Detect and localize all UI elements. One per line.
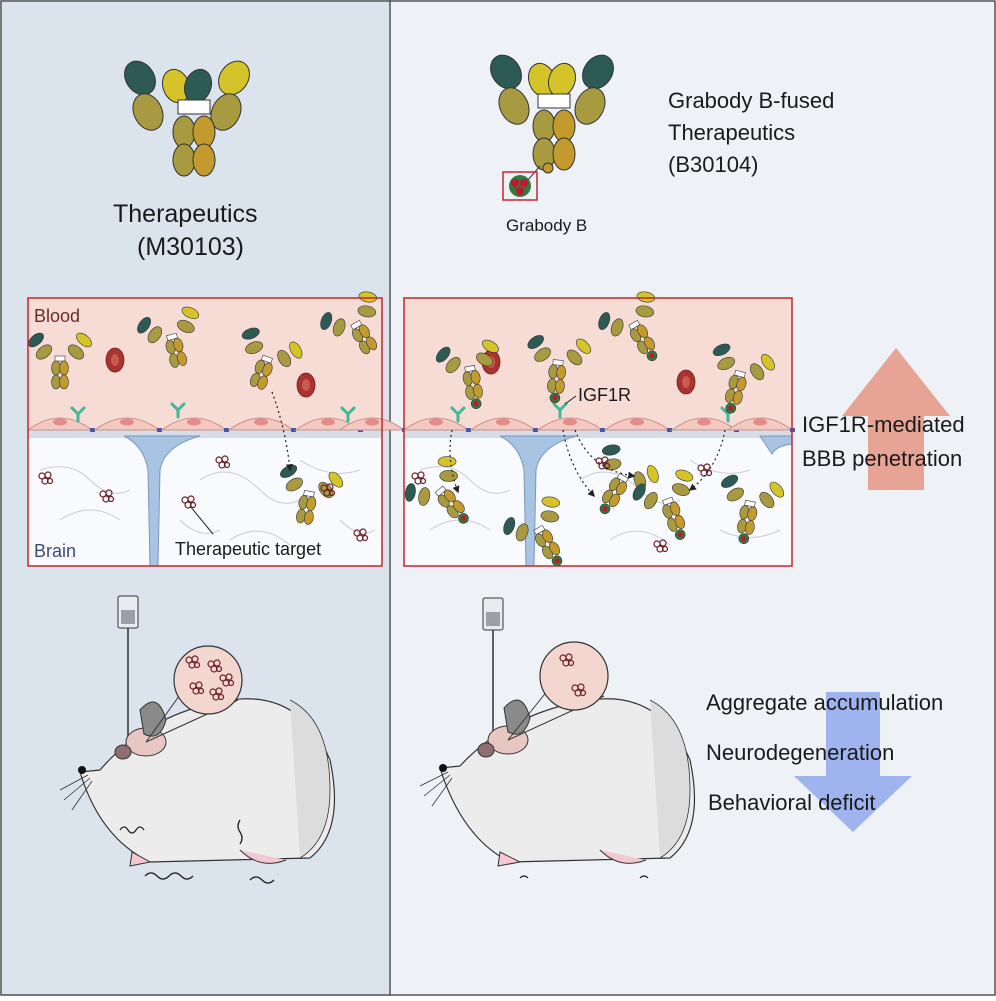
right-title-line1: Grabody B-fused	[668, 88, 835, 113]
mouse-right	[419, 597, 696, 879]
down-effect-aggregate: Aggregate accumulation	[706, 690, 944, 715]
grabody-b-label: Grabody B	[506, 216, 588, 235]
left-bbb-frame	[25, 283, 408, 567]
left-code: (M30103)	[137, 233, 244, 261]
left-blood-label: Blood	[34, 306, 81, 326]
up-arrow	[842, 348, 950, 490]
antibody-large-left	[124, 60, 250, 177]
antibody-grabody-right	[490, 54, 614, 181]
up-effect-line1: IGF1R-mediated	[802, 412, 965, 437]
right-title-line2: Therapeutics	[668, 120, 796, 145]
mouse-left	[59, 595, 336, 884]
right-bbb-frame	[396, 284, 796, 583]
therapeutic-target-label: Therapeutic target	[175, 539, 322, 559]
down-effect-behavior: Behavioral deficit	[708, 790, 876, 815]
igf1r-label: IGF1R	[578, 385, 632, 405]
grabody-b-module	[502, 171, 538, 201]
right-code: (B30104)	[668, 152, 759, 177]
down-arrow	[794, 692, 912, 832]
up-effect-line2: BBB penetration	[802, 446, 963, 471]
left-brain-label: Brain	[34, 541, 77, 561]
left-title: Therapeutics	[113, 200, 258, 228]
down-effect-neuro: Neurodegeneration	[706, 740, 895, 765]
